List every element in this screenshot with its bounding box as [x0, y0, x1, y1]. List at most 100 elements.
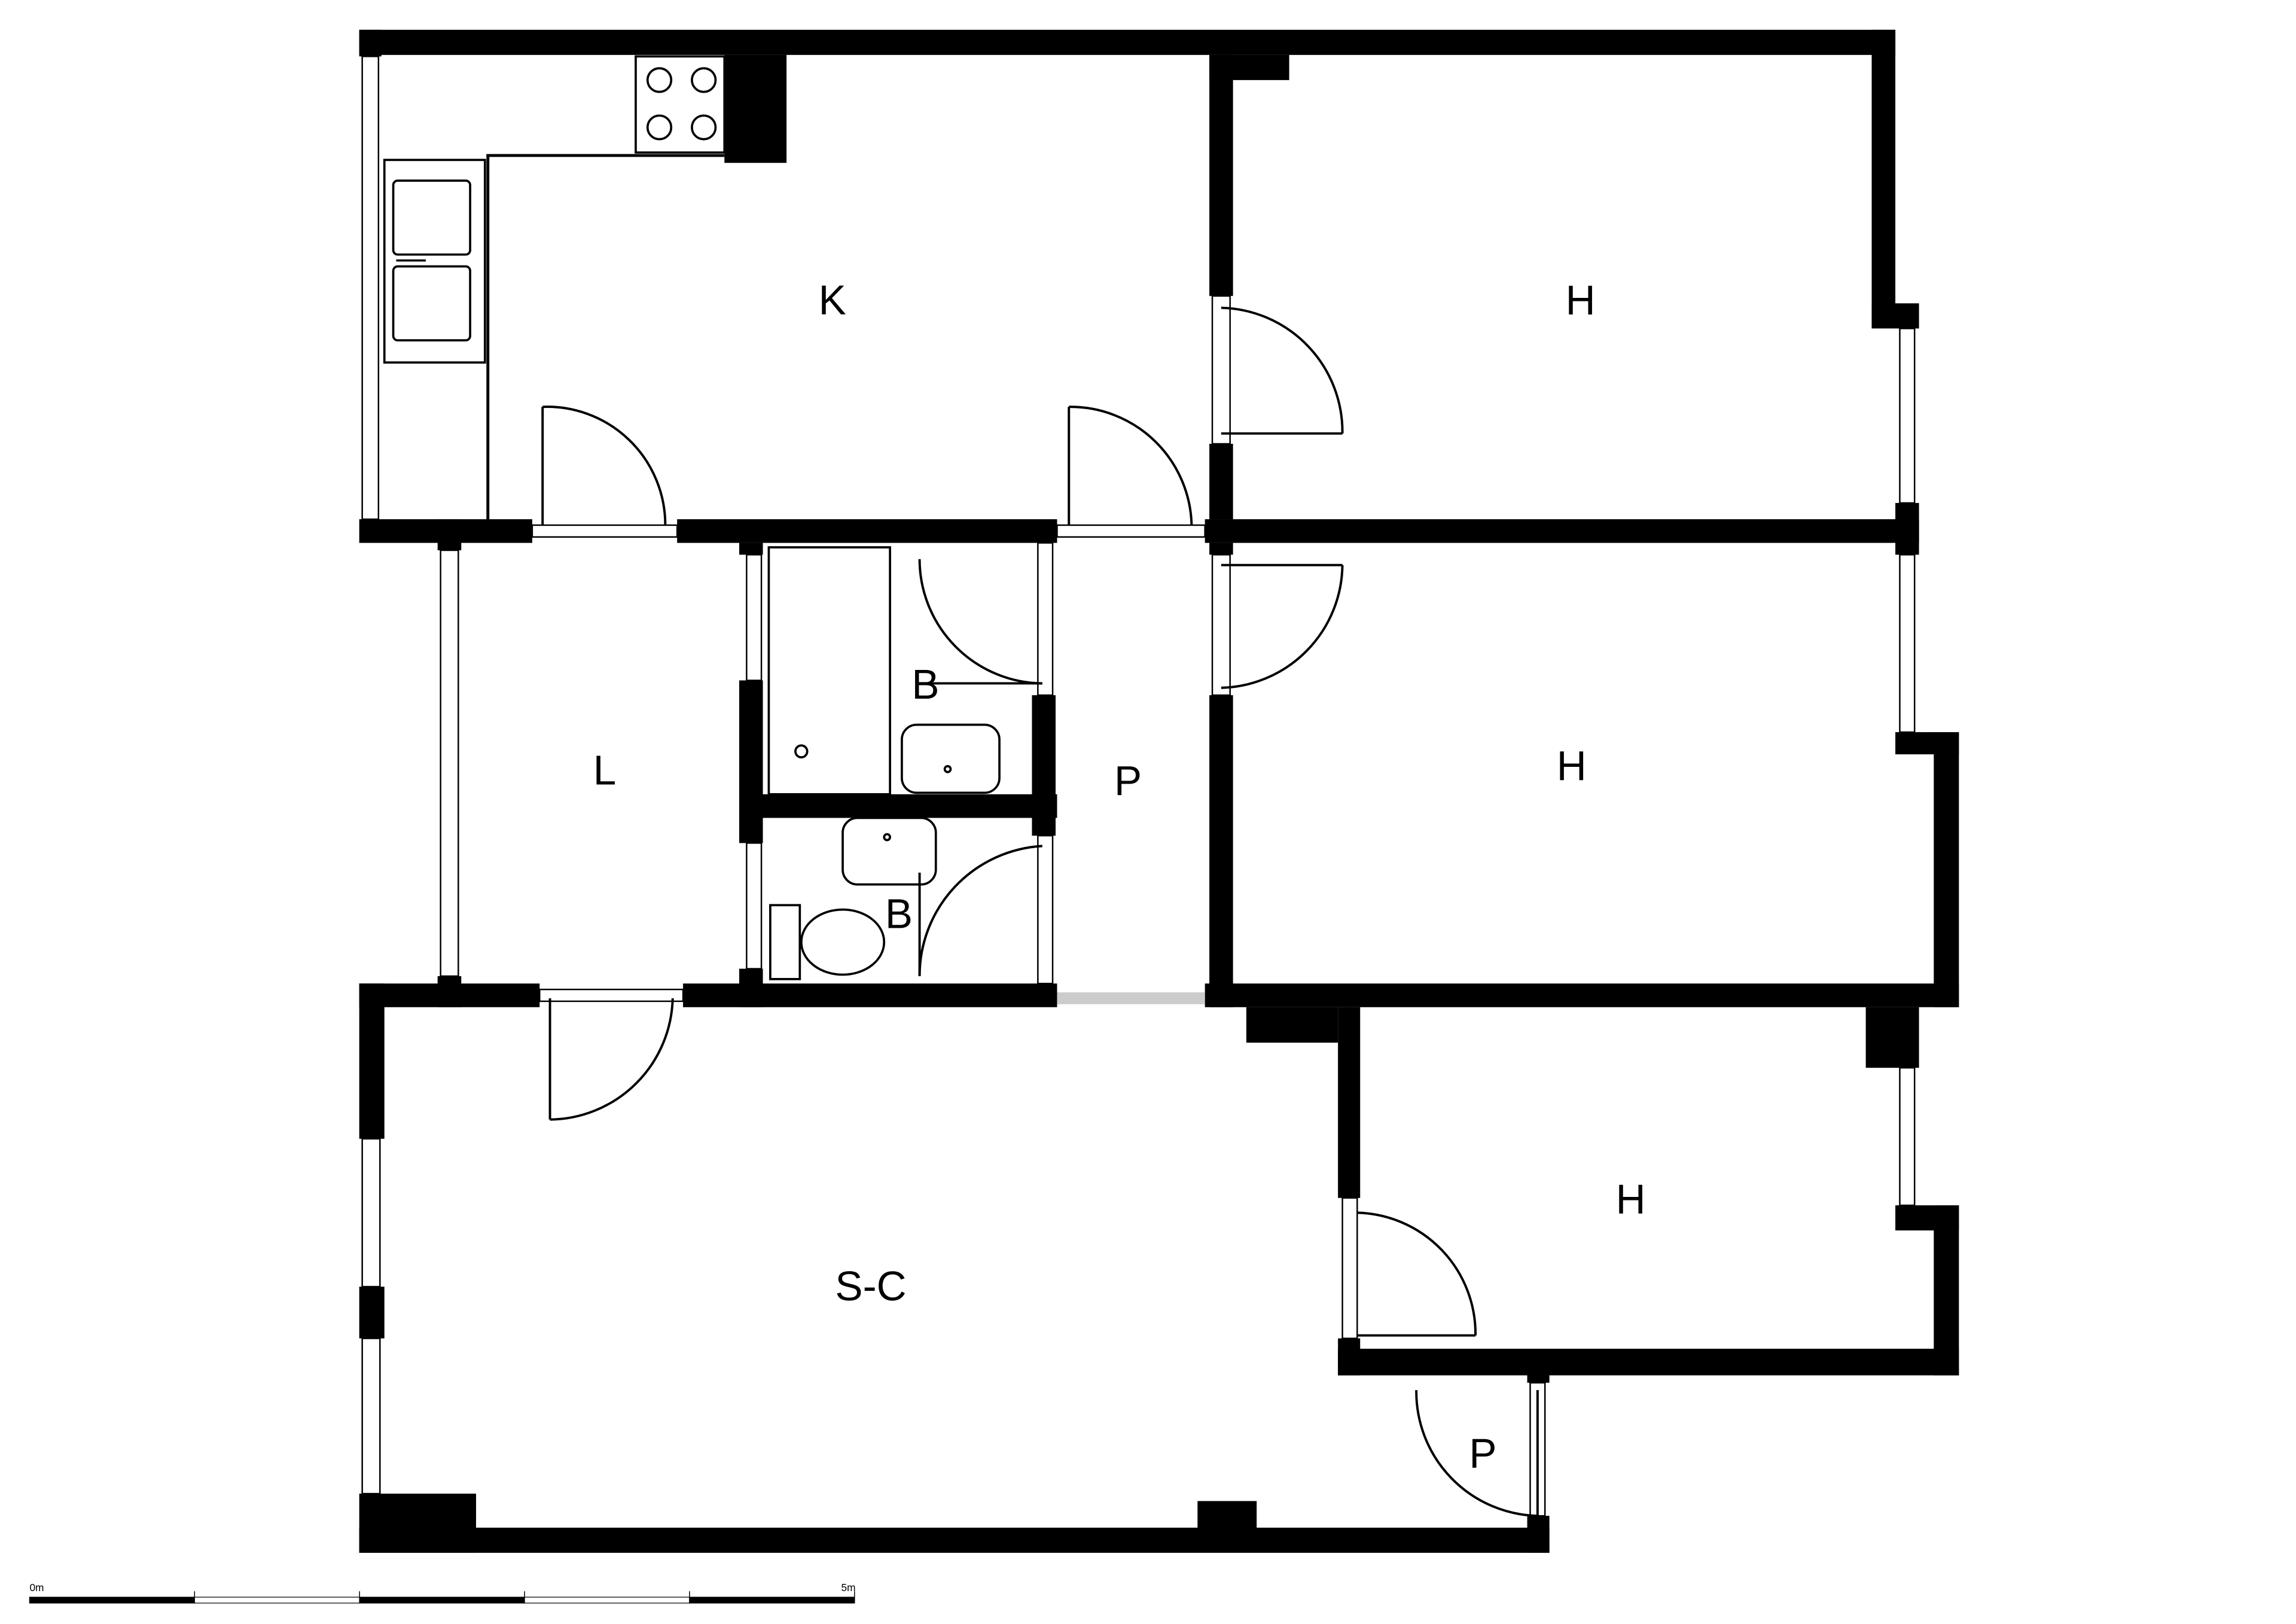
door-swing-arc: [1415, 1390, 1538, 1518]
room-label-bedroom-3: H: [1616, 1175, 1646, 1222]
burner: [646, 67, 673, 93]
door-swing-arc: [550, 998, 674, 1121]
door: [1221, 306, 1344, 435]
scale-start-label: 0m: [29, 1582, 44, 1593]
wall: [1205, 519, 1919, 543]
door-swing-arc: [918, 559, 1042, 685]
scale-bar: [29, 1591, 855, 1604]
wall: [1209, 443, 1233, 520]
wall: [1209, 543, 1233, 555]
window: [440, 549, 459, 977]
door-swing-arc: [1221, 306, 1344, 434]
window: [1899, 554, 1916, 733]
window: [361, 1337, 381, 1495]
window: [1211, 554, 1231, 696]
doors: [541, 306, 1539, 1518]
window: [361, 56, 380, 520]
door-swing-arc: [542, 406, 667, 525]
wall: [739, 968, 763, 1007]
room-label-hallway: P: [1114, 757, 1142, 804]
toilet: [769, 904, 886, 980]
wall: [359, 29, 382, 57]
door-swing-arc: [918, 845, 1042, 976]
wall: [1197, 1501, 1257, 1531]
wall: [1209, 54, 1233, 296]
door: [541, 406, 667, 525]
scale-segment: [29, 1596, 195, 1604]
door: [1357, 1211, 1477, 1337]
wall: [1032, 695, 1056, 836]
wall: [437, 519, 462, 550]
wall: [1209, 54, 1289, 80]
wall: [359, 983, 385, 1139]
door-swing-arc: [1221, 565, 1344, 689]
burner: [691, 67, 717, 93]
wall: [1527, 1360, 1550, 1383]
wall: [1246, 1007, 1338, 1043]
door: [918, 845, 1042, 976]
walls: [359, 29, 1959, 1553]
room-label-living-dining: S-C: [835, 1263, 906, 1309]
window: [1056, 524, 1206, 538]
room-label-bedroom-1: H: [1566, 276, 1596, 323]
room-label-bathroom-2: B: [885, 890, 913, 937]
windows: [361, 56, 1916, 1517]
door: [918, 559, 1042, 685]
wall: [1338, 1007, 1361, 1198]
wall: [1209, 983, 1959, 1007]
wall: [739, 680, 763, 843]
wall: [1865, 1007, 1919, 1068]
wall: [739, 543, 763, 555]
scale-segment: [194, 1596, 360, 1604]
wall: [1871, 303, 1919, 329]
wall: [724, 54, 787, 163]
scale-segment: [359, 1596, 525, 1604]
wall: [437, 976, 462, 1007]
wall: [359, 1287, 385, 1339]
stove: [635, 55, 726, 154]
window: [746, 554, 763, 681]
wall: [1338, 1348, 1959, 1376]
window: [1899, 1067, 1916, 1206]
wall: [1895, 502, 1919, 555]
wall: [1934, 732, 1959, 1007]
window: [746, 842, 763, 970]
room-label-laundry: L: [593, 747, 617, 794]
room-label-kitchen: K: [819, 276, 846, 323]
window: [1899, 327, 1916, 504]
window: [1037, 542, 1054, 696]
wall: [1209, 695, 1233, 1007]
door: [1068, 406, 1193, 525]
wall: [1934, 1205, 1959, 1376]
wall: [677, 519, 1057, 543]
room-label-bathroom-1: B: [911, 661, 939, 708]
door: [1221, 563, 1344, 689]
washbasin: [841, 816, 937, 886]
door: [548, 998, 674, 1121]
wall: [1205, 983, 1233, 1007]
scale-end-label: 5m: [841, 1582, 856, 1593]
window: [539, 988, 684, 1003]
window: [361, 1138, 381, 1288]
window: [1341, 1197, 1358, 1339]
scale-segment: [689, 1596, 855, 1604]
room-label-bedroom-2: H: [1557, 742, 1587, 789]
wall: [739, 794, 1057, 818]
wall: [1871, 29, 1896, 326]
window: [1037, 834, 1054, 985]
burner: [646, 114, 673, 141]
door-swing-arc: [1069, 406, 1193, 525]
door-swing-arc: [1357, 1211, 1477, 1336]
opening: [1057, 992, 1205, 1004]
window: [531, 524, 678, 538]
washbasin: [901, 723, 1001, 794]
room-label-entry: P: [1469, 1430, 1496, 1477]
wall: [1527, 1516, 1550, 1553]
window: [1211, 295, 1231, 445]
bathtub: [767, 546, 891, 796]
wall: [1895, 1205, 1959, 1231]
burner: [691, 114, 717, 141]
wall: [359, 29, 1896, 55]
kitchen-counter: [486, 154, 725, 520]
